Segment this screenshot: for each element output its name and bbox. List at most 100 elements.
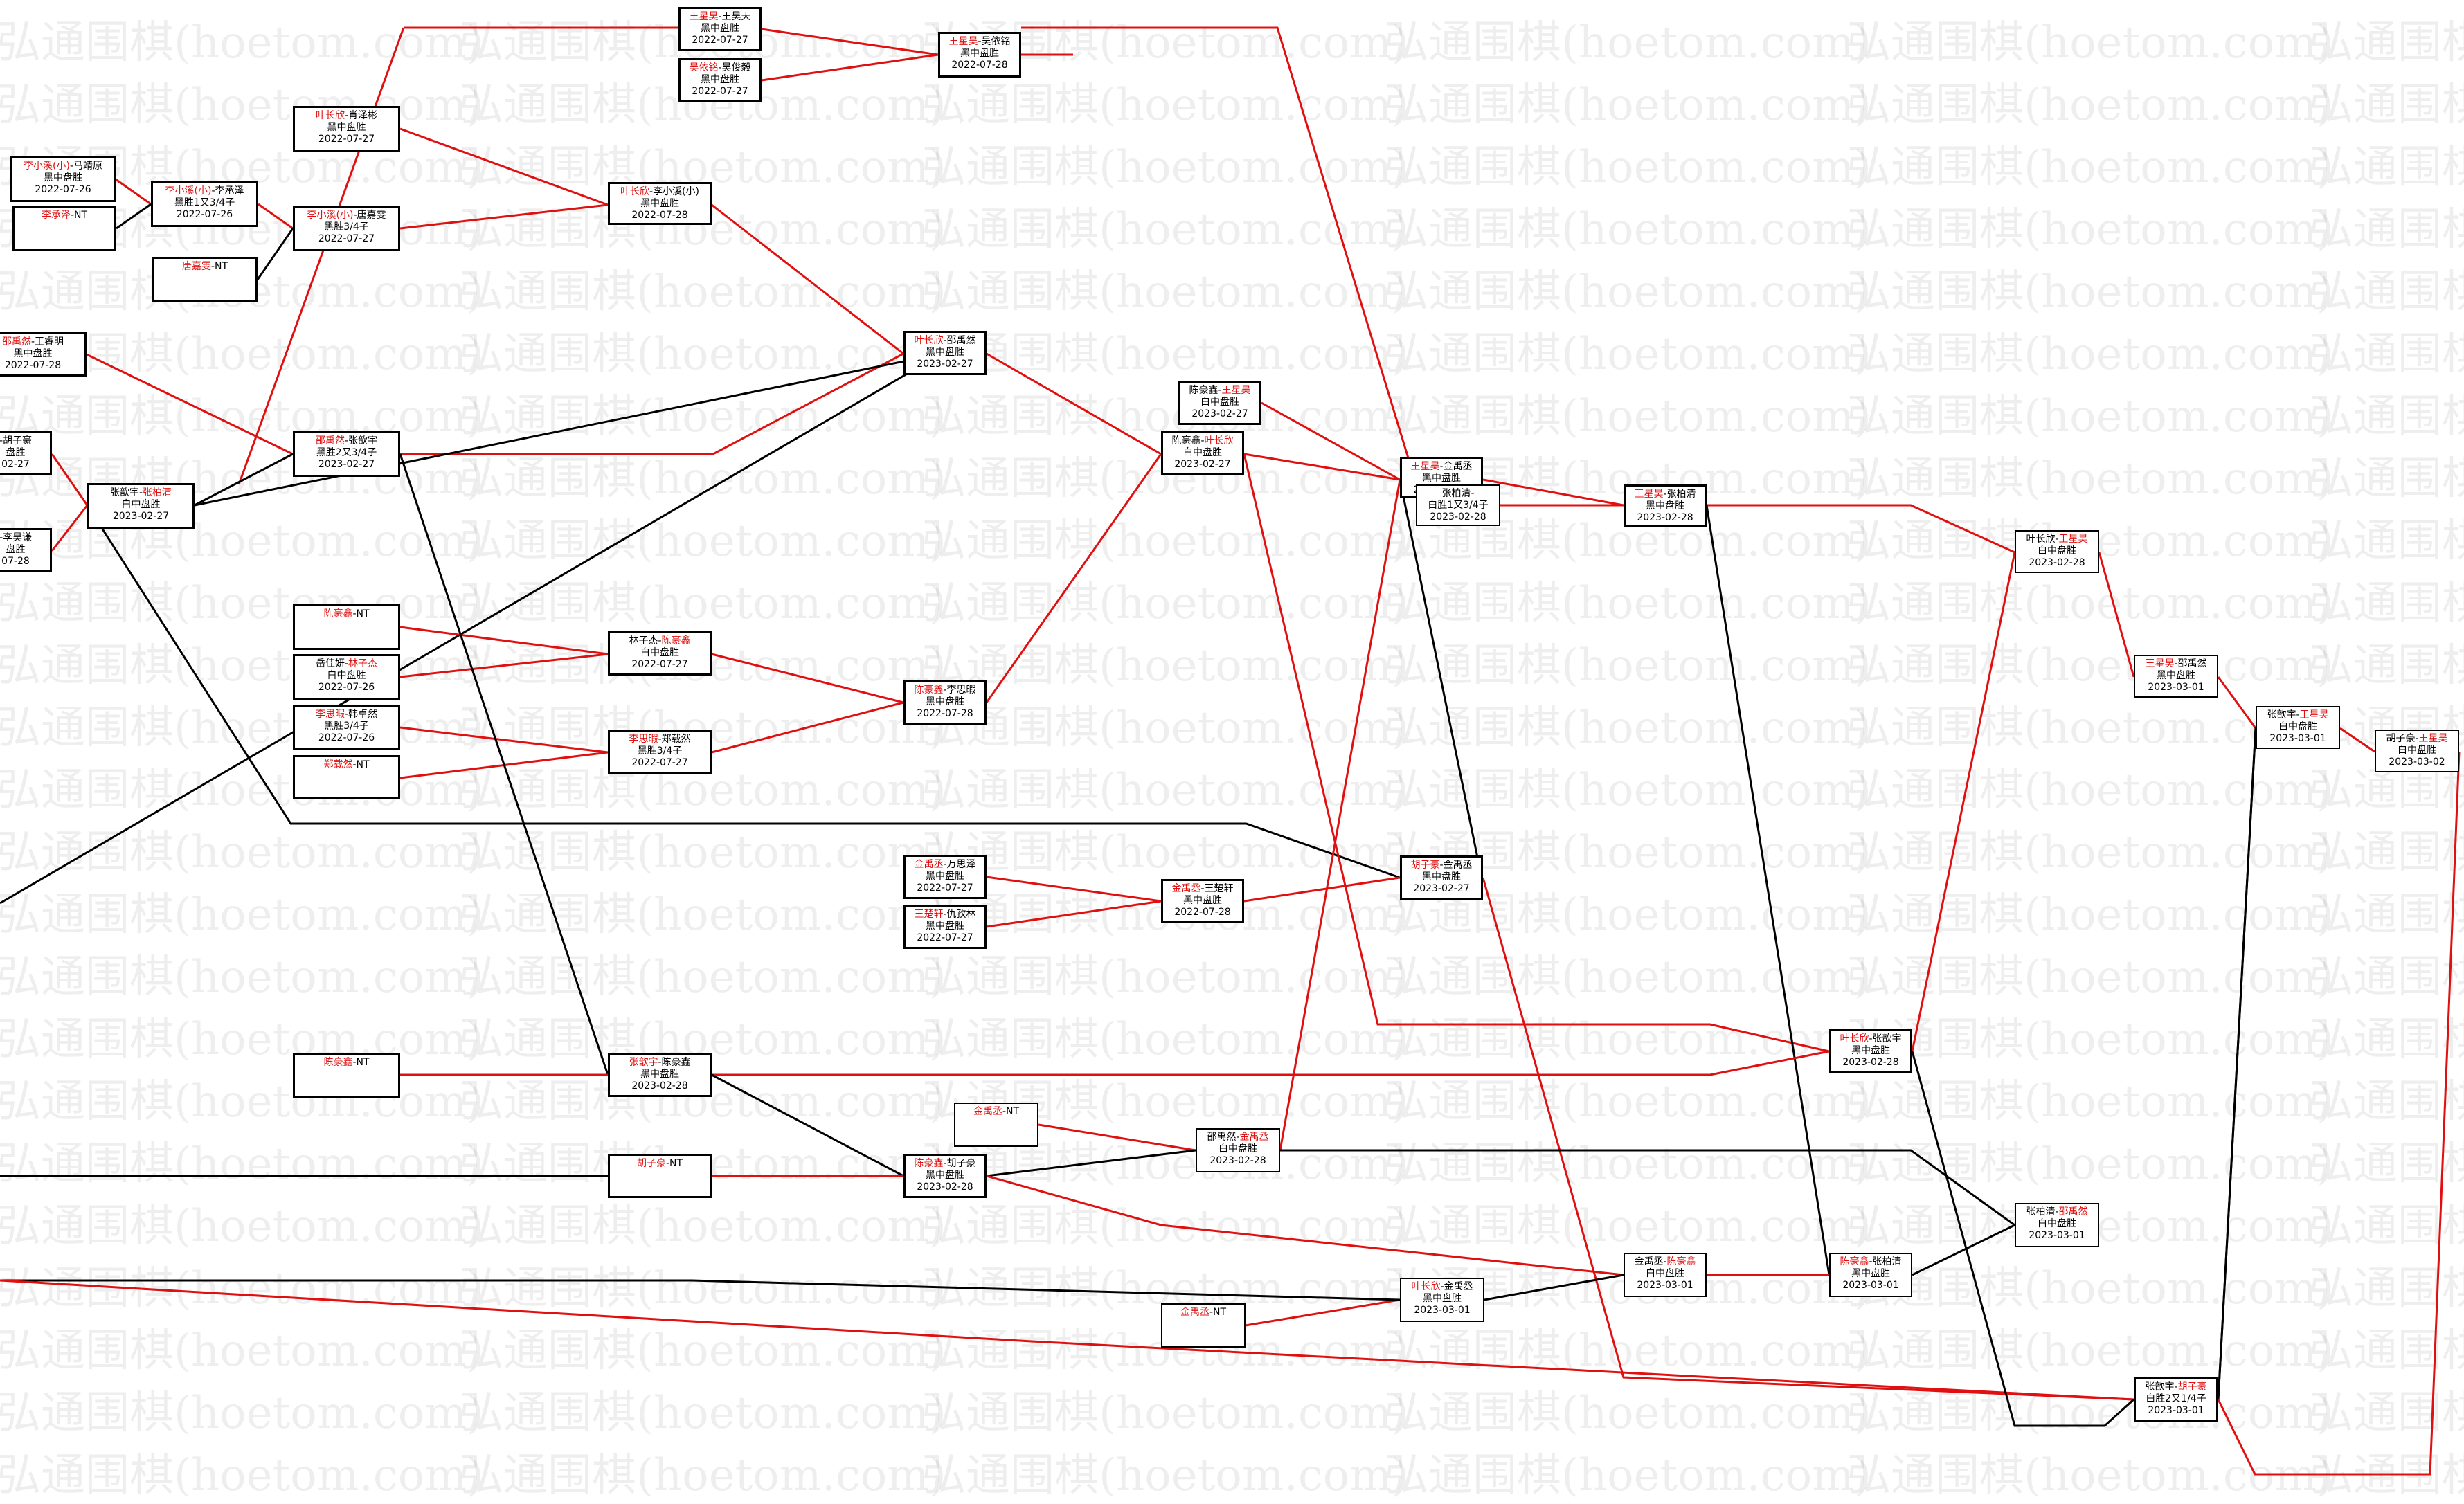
match-result: 黑胜2又3/4子 [316,447,377,458]
white-player: NT [74,210,88,221]
match-players: 李小溪(小)-李承泽 [153,185,256,197]
match-node[interactable]: 金禹丞-NT [954,1103,1038,1147]
match-players: 林子杰-陈豪鑫 [610,635,710,647]
bracket-connector [194,453,294,507]
player-separator: - [1663,1256,1667,1267]
player-separator: - [1869,1033,1873,1044]
white-player: 马靖原 [73,161,102,172]
match-result: 黑中盘胜 [1646,500,1684,511]
black-player: 张歆宇 [629,1057,658,1068]
match-node[interactable]: 陈豪鑫-NT [293,604,400,650]
black-player: 叶长欣 [1411,1281,1441,1292]
match-players: 李思暇-郑载然 [610,734,710,745]
match-result: 黑中盘胜 [960,48,999,59]
match-node[interactable]: 李承泽-NT [12,206,116,251]
match-date: 2022-07-27 [631,659,688,670]
match-node[interactable]: 唐嘉雯-NT [152,257,258,302]
white-player: 肖泽彬 [348,110,378,121]
white-player: 李小溪(小) [653,186,699,197]
match-players: 陈豪鑫-张柏清 [1831,1256,1911,1268]
black-player: 李小溪(小) [24,161,70,172]
match-result: 白中盘胜 [1183,447,1222,458]
match-result: 黑胜3/4子 [637,745,683,756]
black-player: 陈豪鑫 [1840,1256,1869,1267]
match-node[interactable]: 胡子豪-NT [608,1154,712,1198]
player-separator: - [0,532,3,543]
white-player: NT [669,1158,683,1169]
black-player: 唐嘉雯 [181,261,211,272]
match-node[interactable]: 郑载然-NT [293,755,400,799]
match-node[interactable]: 陈豪鑫-NT [293,1053,400,1098]
black-player: 叶长欣 [1840,1033,1869,1044]
player-separator: - [1200,883,1205,894]
bracket-connector [2339,727,2375,753]
match-date: 2022-07-27 [318,134,375,145]
player-separator: - [2296,709,2300,721]
black-player: 胡子豪 [2386,733,2416,744]
match-result: 黑胜3/4子 [324,721,369,732]
bracket-connector [1038,1123,1196,1152]
match-date: 2022-07-26 [318,682,375,693]
match-node[interactable]: 金禹丞-NT [1161,1303,1246,1348]
match-result: 黑中盘胜 [926,696,964,707]
white-player: 金禹丞 [1443,461,1473,472]
player-separator: - [344,435,349,446]
bracket-connector [711,1073,904,1177]
player-separator: - [352,608,357,619]
bracket-connector [256,228,294,280]
match-result: 黑中盘胜 [1422,871,1461,882]
match-result: 黑中盘胜 [44,172,82,183]
match-date: 2023-02-28 [917,1181,973,1193]
white-player: 王星昊 [2299,709,2329,721]
player-separator: - [344,658,349,669]
player-separator: - [718,11,722,22]
match-date: 2023-02-28 [1209,1155,1266,1166]
white-player: 唐嘉雯 [357,210,386,221]
black-player: 金禹丞 [1634,1256,1664,1267]
black-player: 胡子豪 [1410,860,1440,871]
white-player: 林子杰 [348,658,378,669]
bracket-connector [399,203,609,230]
match-result: 黑中盘胜 [327,122,366,133]
